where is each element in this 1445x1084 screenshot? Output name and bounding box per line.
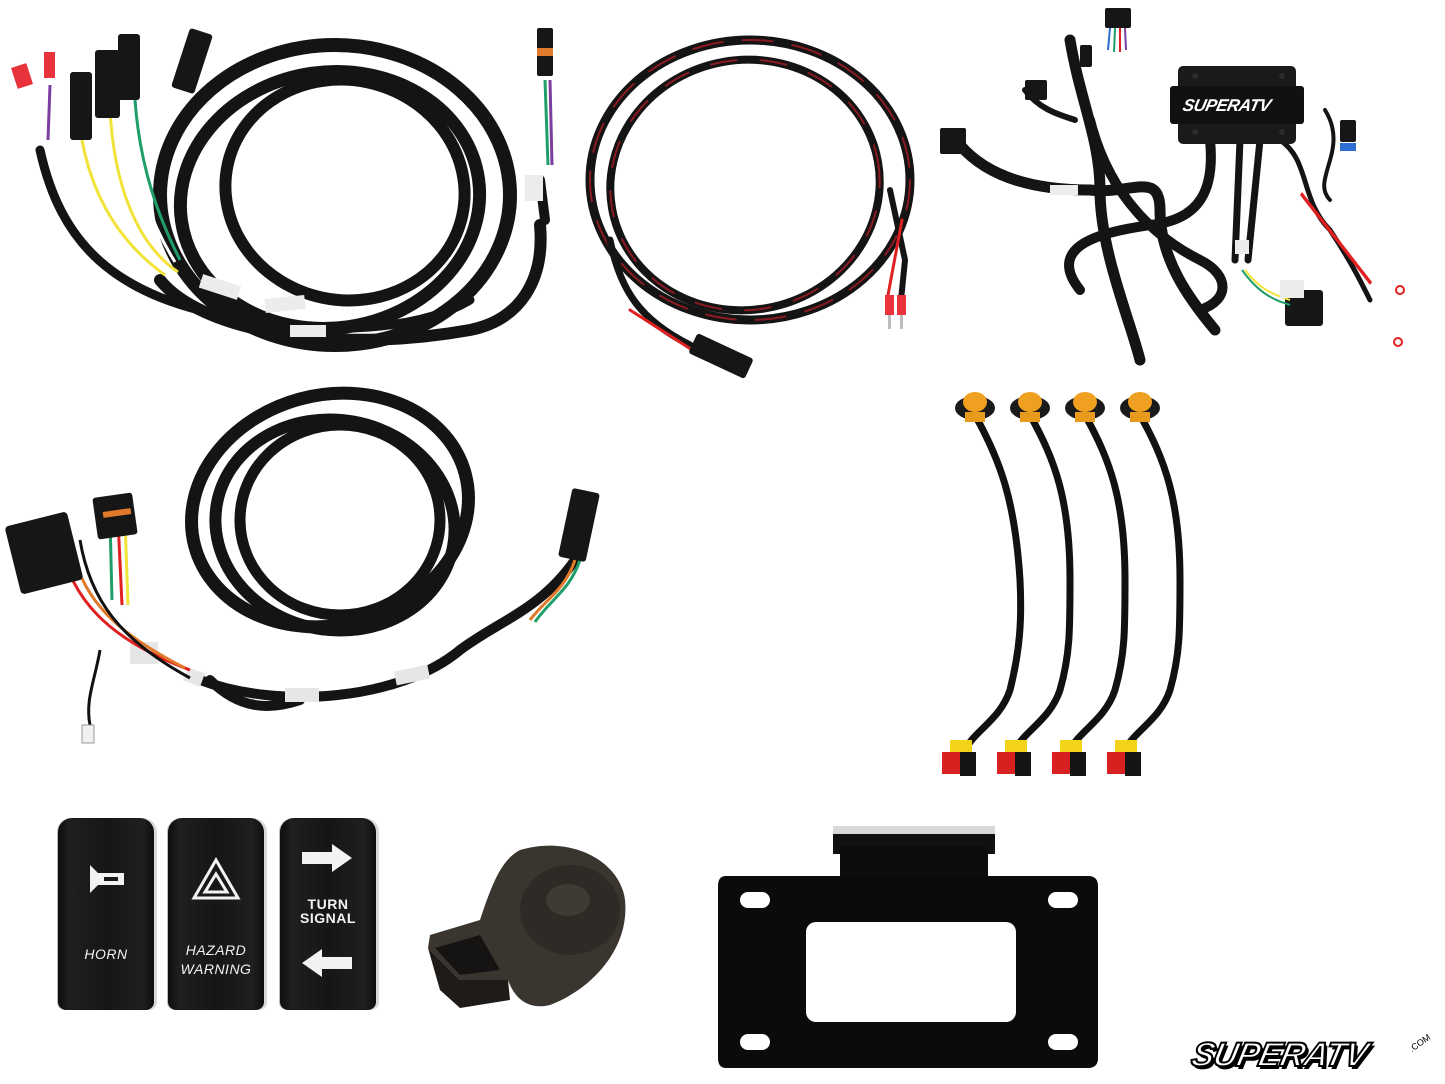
control-module: SUPERATV: [930, 0, 1430, 370]
hazard-switch-label-line1: HAZARD: [185, 942, 247, 958]
rear-light-harness: [0, 380, 650, 760]
turn-switch-label-line1: TURN: [307, 896, 349, 912]
arrow-right-icon: [302, 844, 352, 872]
module-logo-text: SUPERATV: [1181, 96, 1273, 115]
brand-logo-suffix: .COM: [1407, 1032, 1433, 1054]
horn-icon: [90, 865, 124, 893]
horn-switch-label: HORN: [84, 946, 128, 962]
arrow-left-icon: [302, 949, 352, 977]
hazard-switch-label-line2: WARNING: [180, 961, 252, 977]
horn-switch: HORN: [58, 818, 154, 1010]
hazard-triangle-icon: [191, 857, 241, 900]
hazard-switch: HAZARD WARNING: [168, 818, 264, 1010]
brand-logo: SUPERATV: [1187, 1035, 1372, 1075]
main-wiring-harness: [0, 0, 580, 370]
turn-signal-switch: TURN SIGNAL: [280, 818, 376, 1010]
marker-lights: [930, 380, 1210, 800]
mounting-bracket: [718, 826, 1098, 1072]
horn: [420, 830, 640, 1020]
power-harness: [580, 20, 940, 400]
turn-switch-label-line2: SIGNAL: [300, 910, 356, 926]
